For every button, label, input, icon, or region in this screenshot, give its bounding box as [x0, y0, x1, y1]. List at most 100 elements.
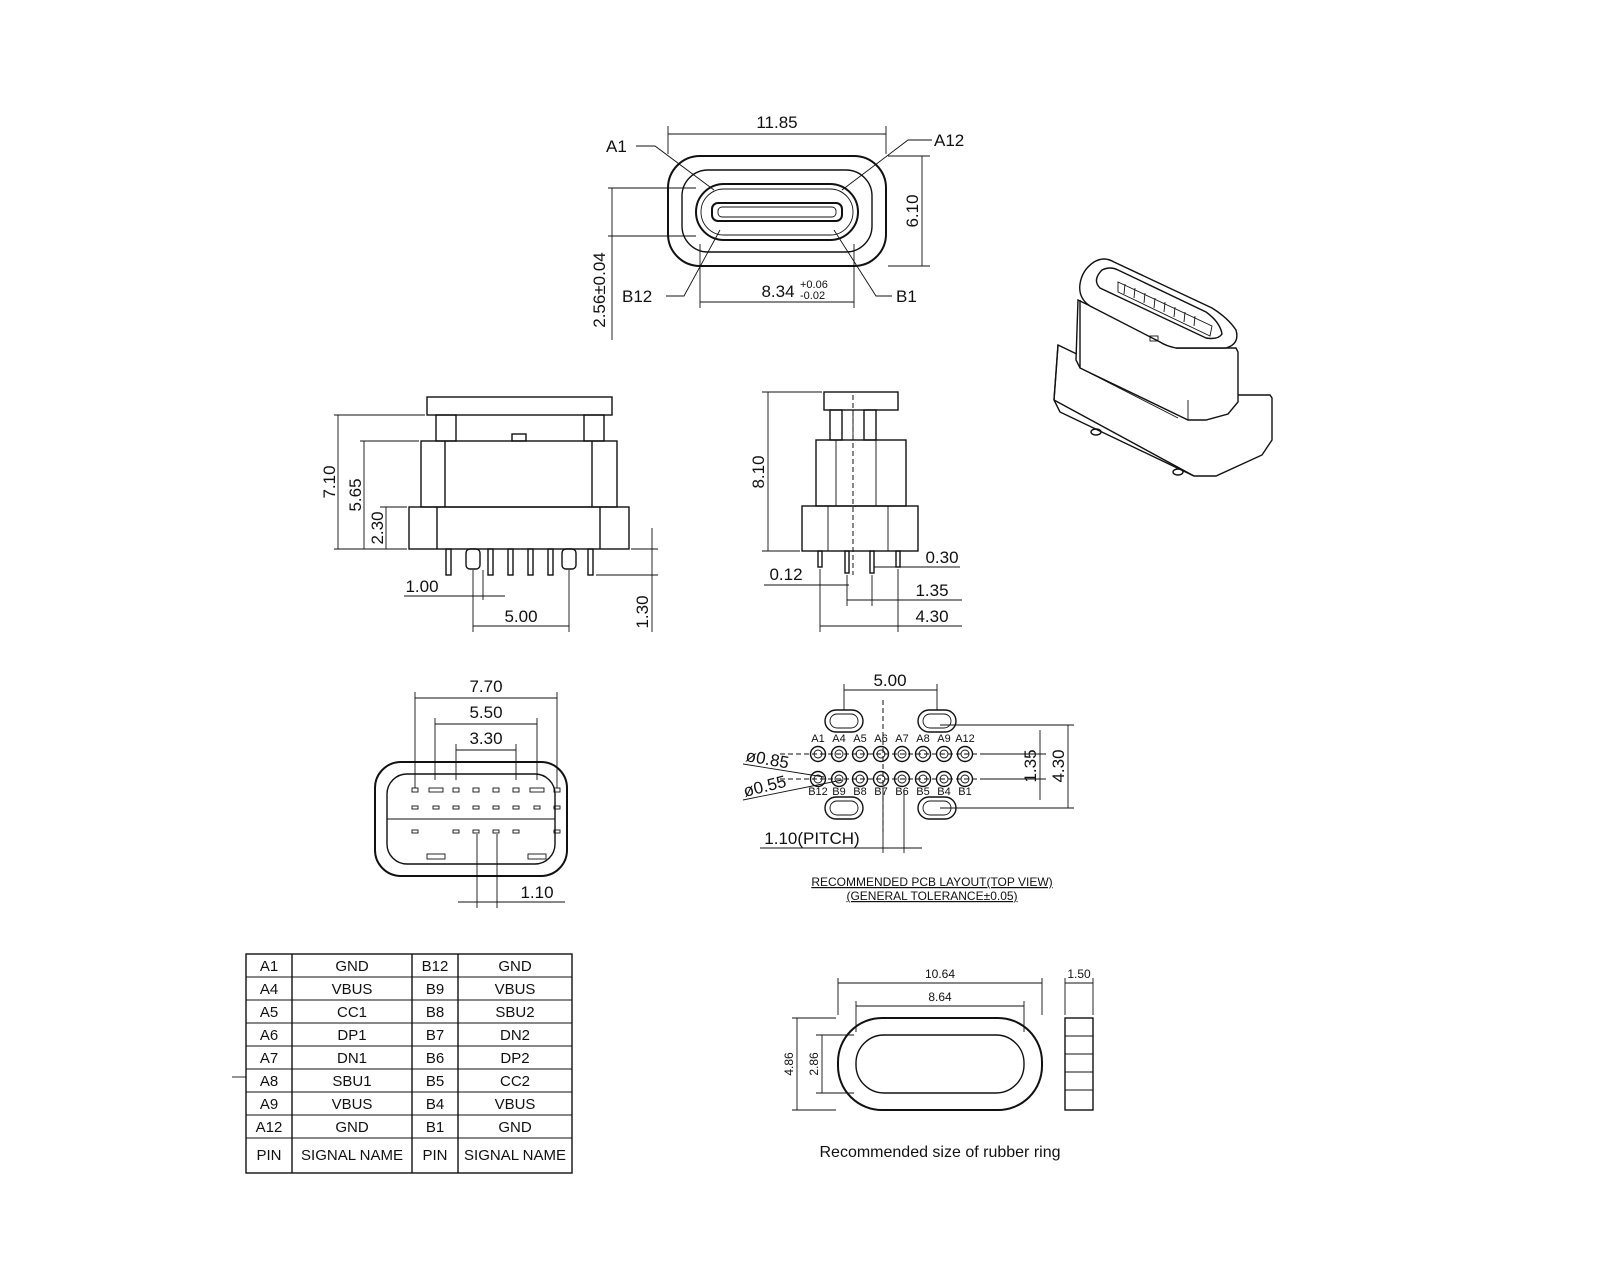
front-tol-minus: -0.02: [800, 290, 825, 302]
bottom-outer-dim: 7.70: [469, 677, 502, 696]
front-width-dim: 11.85: [756, 113, 797, 132]
table-cell: B6: [426, 1050, 444, 1067]
pcb-total-dim: 4.30: [1049, 749, 1068, 782]
table-cell: A9: [260, 1096, 278, 1113]
table-cell: B8: [426, 1004, 444, 1021]
end-row-spacing-dim: 1.35: [915, 581, 948, 600]
bottom-pad: [432, 805, 440, 810]
bottom-pad: [452, 829, 460, 834]
pcb-hole-inner: [897, 749, 907, 759]
table-cell: VBUS: [332, 1096, 373, 1113]
pin-b1-label: B1: [896, 287, 917, 306]
bottom-pad: [452, 787, 460, 793]
pcb-pin-label-bottom: B8: [853, 786, 866, 798]
mounting-slot-inner: [829, 713, 859, 729]
front-inner-width-dim: 8.34: [761, 282, 794, 301]
table-cell: DP2: [500, 1050, 529, 1067]
table-cell: A4: [260, 981, 278, 998]
pcb-pin-label-top: A12: [955, 733, 975, 745]
ring-outer-height-dim: 4.86: [782, 1052, 796, 1076]
pcb-small-hole-dim: ø0.55: [741, 772, 788, 801]
side-flange-height-dim: 2.30: [368, 511, 387, 544]
front-height-dim: 6.10: [903, 194, 922, 227]
table-cell: B7: [426, 1027, 444, 1044]
ring-inner-height-dim: 2.86: [807, 1052, 821, 1076]
pcb-pin-label-top: A5: [853, 733, 866, 745]
table-cell: CC1: [337, 1004, 367, 1021]
bottom-pad: [472, 787, 480, 793]
side-view: 7.10 5.65 2.30 1.30 1.00 5.00: [320, 396, 658, 632]
end-view: 8.10 0.30 0.12 1.35 4.30: [749, 391, 962, 632]
mounting-slot: [917, 709, 957, 733]
mounting-slot: [824, 796, 864, 820]
table-cell: VBUS: [495, 981, 536, 998]
bottom-pad: [492, 829, 500, 834]
table-cell: A1: [260, 958, 278, 975]
table-cell: GND: [498, 958, 532, 975]
pcb-pitch-dim: 1.10(PITCH): [764, 829, 859, 848]
pcb-pin-label-bottom: B4: [937, 786, 950, 798]
isometric-view: [1053, 258, 1273, 477]
table-cell: SBU1: [332, 1073, 371, 1090]
end-pin-gap-dim: 0.12: [769, 565, 802, 584]
pin-b12-label: B12: [622, 287, 652, 306]
table-cell: A8: [260, 1073, 278, 1090]
table-cell: GND: [335, 1119, 369, 1136]
bottom-pad: [527, 853, 547, 860]
side-pitch-dim: 1.00: [405, 577, 438, 596]
bottom-pad: [472, 829, 480, 834]
table-cell: GND: [335, 958, 369, 975]
pin-a1-label: A1: [606, 137, 627, 156]
pcb-pin-label-bottom: B6: [895, 786, 908, 798]
ring-thickness-dim: 1.50: [1067, 967, 1091, 981]
bottom-pad: [411, 805, 419, 810]
pcb-hole-inner: [834, 774, 844, 784]
table-cell: A7: [260, 1050, 278, 1067]
mounting-slot: [824, 709, 864, 733]
pcb-hole-inner: [834, 749, 844, 759]
bottom-inner-dim: 3.30: [469, 729, 502, 748]
bottom-pad: [452, 805, 460, 810]
bottom-pad: [512, 829, 520, 834]
pcb-pin-label-bottom: B9: [832, 786, 845, 798]
end-height-dim: 8.10: [749, 455, 768, 488]
table-cell: A6: [260, 1027, 278, 1044]
bottom-pad: [492, 787, 500, 793]
pcb-pin-label-top: A4: [832, 733, 845, 745]
table-header-cell: SIGNAL NAME: [301, 1147, 403, 1164]
table-cell: DN2: [500, 1027, 530, 1044]
table-cell: DP1: [337, 1027, 366, 1044]
bottom-pad: [411, 787, 419, 793]
table-cell: B12: [422, 958, 449, 975]
ring-outer-width-dim: 10.64: [925, 967, 955, 981]
pcb-caption-title: RECOMMENDED PCB LAYOUT(TOP VIEW): [811, 875, 1052, 889]
pcb-pin-label-top: A7: [895, 733, 908, 745]
pin-a12-label: A12: [934, 131, 964, 150]
bottom-pad: [428, 787, 444, 793]
front-inner-height-dim: 2.56±0.04: [590, 252, 609, 328]
bottom-pad: [553, 805, 561, 810]
bottom-pad: [512, 787, 520, 793]
bottom-pad: [472, 805, 480, 810]
pcb-large-hole-dim: ø0.85: [744, 746, 790, 772]
pcb-pin-label-bottom: B5: [916, 786, 929, 798]
bottom-pad: [512, 805, 520, 810]
table-cell: B9: [426, 981, 444, 998]
pcb-hole: [914, 770, 932, 788]
bottom-pad: [426, 853, 446, 860]
bottom-pitch-dim: 1.10: [520, 883, 553, 902]
pcb-pin-label-top: A6: [874, 733, 887, 745]
pcb-row-dim: 1.35: [1021, 749, 1040, 782]
table-cell: A5: [260, 1004, 278, 1021]
ring-inner-width-dim: 8.64: [928, 990, 952, 1004]
pcb-pin-label-top: A1: [811, 733, 824, 745]
pcb-hole-inner: [897, 774, 907, 784]
mounting-slot-inner: [922, 713, 952, 729]
pcb-hole: [809, 770, 827, 788]
bottom-pad: [529, 787, 545, 793]
front-tol-plus: +0.06: [800, 279, 828, 291]
bottom-pad: [492, 805, 500, 810]
table-cell: VBUS: [332, 981, 373, 998]
table-cell: A12: [256, 1119, 283, 1136]
